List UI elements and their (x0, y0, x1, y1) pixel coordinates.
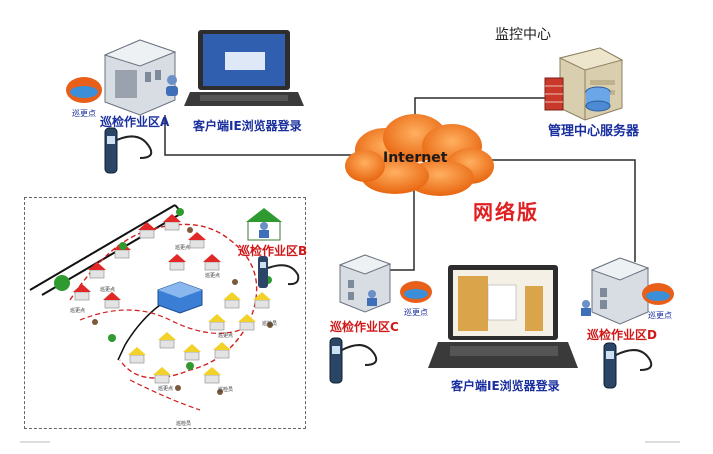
zone-d-checkpoint-label: 巡更点 (648, 311, 672, 320)
monitoring-center-title: 监控中心 (495, 27, 551, 43)
link-zone-c (385, 190, 415, 271)
client-login-bottom-label: 客户端IE浏览器登录 (451, 379, 560, 393)
zone-c-checkpoint-label: 巡更点 (404, 308, 428, 317)
zone-a-checkpoint-label: 巡更点 (72, 109, 96, 118)
zone-b-label: 巡检作业区B (238, 244, 308, 258)
map-point-label-5: 巡更点 (218, 333, 234, 339)
network-version-title: 网络版 (473, 200, 539, 224)
map-point-label-4: 巡更点 (100, 287, 116, 293)
patrol-map (24, 197, 306, 429)
zone-c-label: 巡检作业区C (330, 320, 399, 334)
client-login-top-label: 客户端IE浏览器登录 (193, 119, 302, 133)
link-zone-d (470, 159, 636, 262)
map-point-label-2: 巡更点 (175, 245, 191, 251)
map-inspector-label-1: 巡检员 (262, 321, 278, 327)
server-label: 管理中心服务器 (548, 124, 640, 139)
map-point-label-1: 巡更点 (70, 308, 86, 314)
link-zone-a (164, 115, 360, 156)
map-inspector-label-3: 巡检员 (176, 421, 192, 427)
map-point-label-3: 巡更点 (205, 273, 221, 279)
zone-d-label: 巡检作业区D (587, 328, 657, 342)
map-point-label-6: 巡更点 (158, 386, 174, 392)
internet-label: Internet (383, 150, 448, 166)
zone-a-label: 巡检作业区A (100, 115, 170, 129)
map-inspector-label-2: 巡检员 (218, 387, 234, 393)
